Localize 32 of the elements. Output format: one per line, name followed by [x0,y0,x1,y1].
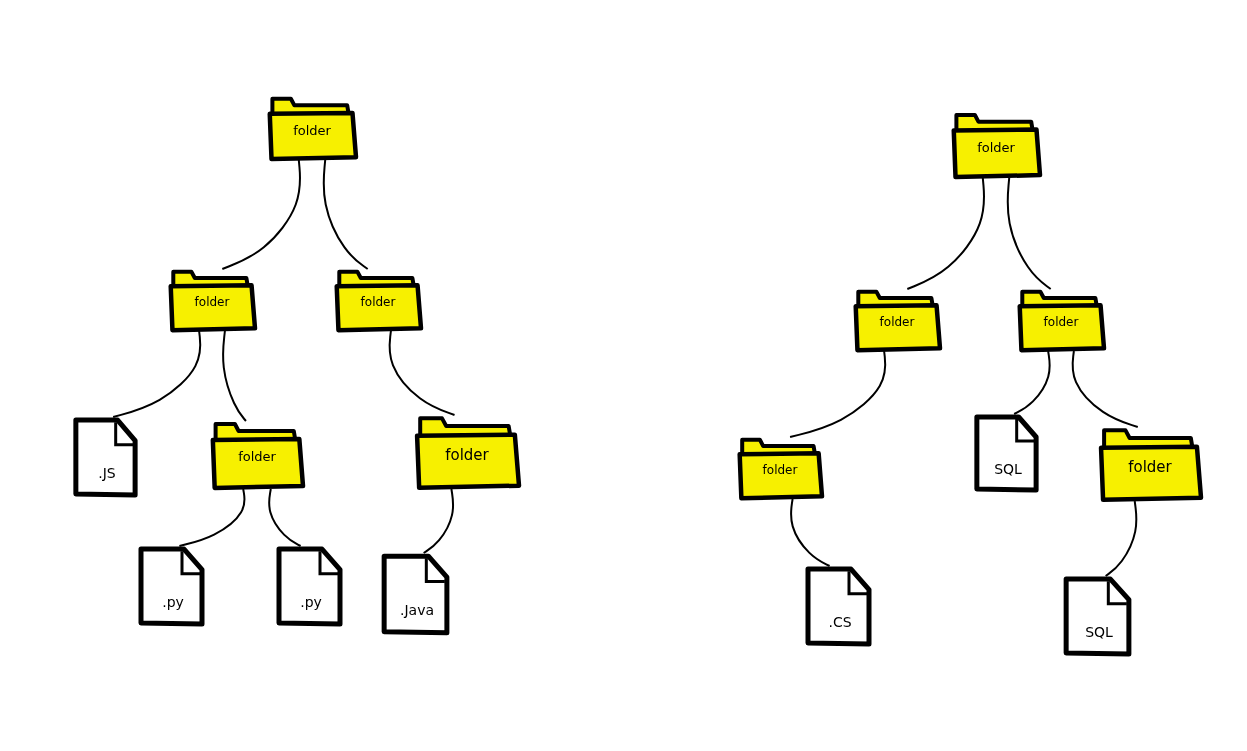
connector-line [790,498,831,567]
connector-line [221,159,302,270]
connector-line [906,177,986,290]
connector-line [1071,350,1139,428]
connector-line [268,488,302,547]
connector-line [1006,177,1052,290]
folder-label: folder [879,314,915,329]
folder-label: folder [1043,314,1079,329]
folder-label: folder [445,445,489,464]
file-extension-label: .CS [828,614,852,631]
connector-line [388,330,456,416]
folder-label: folder [293,122,331,138]
file-extension-label: SQL [1085,624,1113,641]
connector-line [178,488,246,547]
folder-label: folder [238,449,276,465]
connector-line [322,159,369,270]
folder-label: folder [360,294,396,309]
folder-label: folder [194,294,230,309]
folder-label: folder [1128,457,1172,476]
connector-line [1104,500,1138,577]
connector-line [1013,350,1051,415]
folder-label: folder [977,139,1015,155]
file-extension-label: .py [300,594,322,611]
file-extension-label: SQL [994,461,1022,477]
file-extension-label: .JS [98,465,116,482]
folder-label: folder [762,462,798,477]
file-extension-label: .Java [400,602,434,619]
connector-line [422,488,455,554]
connector-line [112,330,202,418]
connector-line [222,330,247,422]
file-extension-label: .py [162,594,184,611]
connector-line [789,350,887,438]
